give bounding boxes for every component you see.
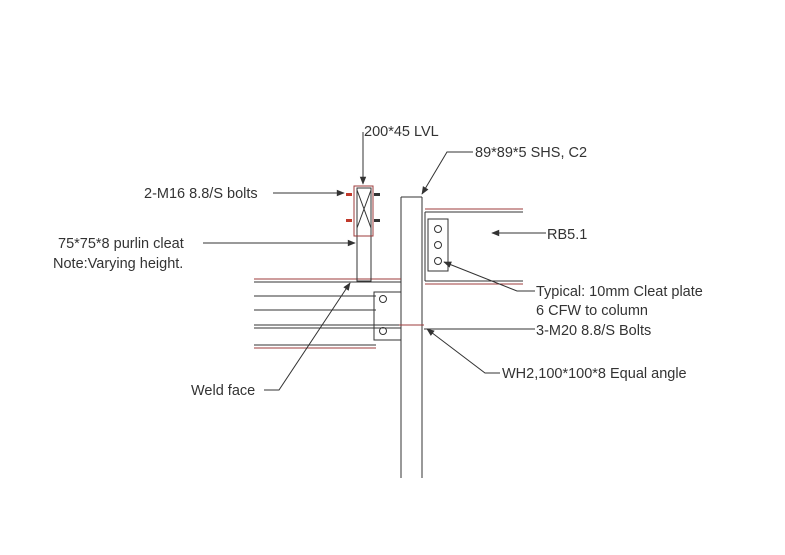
angle-bolt — [379, 327, 387, 335]
m20-bolt — [434, 225, 442, 233]
label-typical-cleat: Typical: 10mm Cleat plate — [536, 284, 703, 300]
m16-bolt — [346, 219, 352, 222]
m16-bolt — [346, 193, 352, 196]
label-equal-angle: WH2,100*100*8 Equal angle — [502, 366, 687, 382]
m20-bolt — [434, 257, 442, 265]
leaders — [203, 132, 546, 391]
cleat-plate — [427, 218, 449, 272]
shs-column — [400, 196, 423, 478]
equal-angle — [373, 291, 424, 341]
label-note: Note:Varying height. — [53, 256, 183, 272]
label-rb: RB5.1 — [547, 227, 587, 243]
m20-bolt — [434, 241, 442, 249]
label-weld-face: Weld face — [191, 383, 255, 399]
label-m20-bolts: 3-M20 8.8/S Bolts — [536, 323, 651, 339]
purlin-members-left — [254, 278, 401, 349]
label-cfw: 6 CFW to column — [536, 303, 648, 319]
rafter-beam-rb5-1 — [424, 208, 523, 285]
m16-bolt — [374, 219, 380, 222]
label-shs: 89*89*5 SHS, C2 — [475, 145, 587, 161]
lvl-post — [346, 185, 380, 282]
label-lvl: 200*45 LVL — [364, 124, 439, 140]
angle-bolt — [379, 295, 387, 303]
label-purlin-cleat: 75*75*8 purlin cleat — [58, 236, 184, 252]
m16-bolt — [374, 193, 380, 196]
label-m16-bolts: 2-M16 8.8/S bolts — [144, 186, 258, 202]
